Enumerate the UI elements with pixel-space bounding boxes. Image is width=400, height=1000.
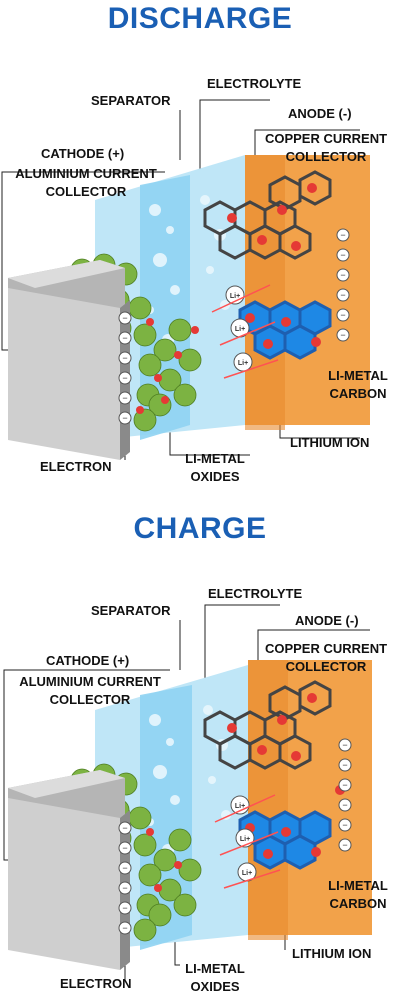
svg-text:Li+: Li+: [242, 870, 252, 877]
svg-text:−: −: [342, 760, 347, 770]
charge-aluminium-collector-label: ALUMINIUM CURRENT COLLECTOR: [19, 674, 161, 707]
discharge-copper-collector-label: COPPER CURRENT COLLECTOR: [264, 131, 388, 164]
discharge-li-metal-oxides-label: LI-METAL OXIDES: [185, 451, 245, 484]
svg-text:−: −: [122, 843, 127, 853]
svg-text:−: −: [342, 800, 347, 810]
svg-text:−: −: [340, 270, 345, 280]
charge-cathode-label: CATHODE (+): [46, 653, 130, 668]
electron-icon: [336, 228, 350, 342]
svg-text:Li+: Li+: [238, 360, 248, 367]
svg-text:−: −: [342, 740, 347, 750]
svg-text:−: −: [122, 903, 127, 913]
svg-text:−: −: [340, 230, 345, 240]
svg-text:Li+: Li+: [230, 293, 240, 300]
svg-text:−: −: [122, 333, 127, 343]
svg-text:−: −: [122, 373, 127, 383]
svg-text:Li+: Li+: [235, 326, 245, 333]
discharge-aluminium-collector-label: ALUMINIUM CURRENT COLLECTOR: [15, 166, 157, 199]
charge-lithium-ion-label: LITHIUM ION: [292, 946, 372, 961]
svg-text:Li+: Li+: [235, 803, 245, 810]
discharge-separator-label: SEPARATOR: [91, 93, 171, 108]
svg-text:−: −: [342, 820, 347, 830]
svg-text:−: −: [122, 883, 127, 893]
discharge-electrolyte-label: ELECTROLYTE: [207, 76, 302, 91]
cathode-plate: [8, 288, 120, 460]
charge-title: CHARGE: [133, 512, 267, 545]
discharge-title: DISCHARGE: [107, 2, 293, 35]
charge-electron-label: ELECTRON: [60, 976, 132, 991]
charge-copper-collector-label: COPPER CURRENT COLLECTOR: [264, 641, 388, 674]
charge-diagram: − − − − − − Li+ Li+ Li+: [3, 604, 372, 980]
svg-text:−: −: [340, 330, 345, 340]
arrow-icon: [211, 284, 279, 379]
charge-li-metal-carbon-label: LI-METAL CARBON: [328, 878, 388, 911]
charge-electrolyte-label: ELECTROLYTE: [208, 586, 303, 601]
svg-text:−: −: [342, 840, 347, 850]
discharge-electron-label: ELECTRON: [40, 459, 112, 474]
svg-text:Li+: Li+: [240, 836, 250, 843]
svg-text:−: −: [340, 250, 345, 260]
svg-text:−: −: [122, 863, 127, 873]
svg-text:−: −: [122, 823, 127, 833]
discharge-lithium-ion-label: LITHIUM ION: [290, 435, 370, 450]
charge-li-metal-oxides-label: LI-METAL OXIDES: [185, 961, 245, 994]
discharge-li-metal-carbon-label: LI-METAL CARBON: [328, 368, 388, 401]
charge-separator-label: SEPARATOR: [91, 603, 171, 618]
discharge-diagram: − − − − − − Li+ Li+ Li+: [1, 99, 370, 460]
svg-text:−: −: [122, 923, 127, 933]
discharge-anode-label: ANODE (-): [288, 106, 352, 121]
charge-anode-label: ANODE (-): [295, 613, 359, 628]
svg-text:−: −: [122, 313, 127, 323]
svg-text:−: −: [340, 310, 345, 320]
svg-text:−: −: [122, 393, 127, 403]
discharge-cathode-label: CATHODE (+): [41, 146, 125, 161]
svg-text:−: −: [340, 290, 345, 300]
svg-text:−: −: [122, 413, 127, 423]
svg-text:−: −: [122, 353, 127, 363]
svg-text:−: −: [342, 780, 347, 790]
